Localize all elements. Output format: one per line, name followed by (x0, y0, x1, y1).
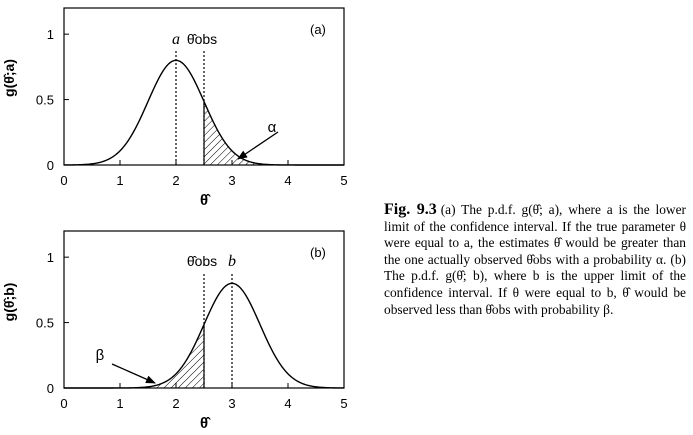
x-tick-label: 4 (284, 396, 291, 411)
caption-text: (a) The p.d.f. g(θ̂; a), where a is the … (384, 202, 686, 317)
marker-label: b (228, 253, 236, 270)
x-tick-label: 2 (172, 173, 179, 188)
x-axis-label: θ̂ (200, 415, 211, 432)
y-axis-label: g(θ̂;b) (1, 283, 17, 322)
pdf-curve (64, 59, 344, 166)
y-tick-label: 0 (47, 158, 54, 173)
marker-label: a (172, 31, 180, 48)
marker-label: θ̂obs (187, 31, 217, 47)
annotation-arrow (111, 363, 156, 384)
x-tick-label: 4 (284, 173, 291, 188)
shaded-area-label: β (96, 347, 105, 364)
shaded-area-label: α (268, 119, 277, 136)
panel-label: (b) (310, 245, 326, 260)
x-tick-label: 0 (60, 173, 67, 188)
shaded-area-β (64, 324, 204, 388)
y-tick-label: 0 (47, 381, 54, 396)
x-tick-label: 3 (228, 396, 235, 411)
x-tick-label: 2 (172, 396, 179, 411)
y-tick-label: 1 (47, 27, 54, 42)
marker-label: θ̂obs (187, 253, 217, 269)
y-axis-label: g(θ̂;a) (1, 59, 17, 97)
annotation-arrow (237, 131, 279, 160)
x-tick-label: 5 (340, 173, 347, 188)
figure-caption: Fig. 9.3(a) The p.d.f. g(θ̂; a), where a… (384, 201, 686, 318)
panel-label: (a) (310, 22, 326, 37)
y-tick-label: 0.5 (36, 316, 54, 331)
x-tick-label: 5 (340, 396, 347, 411)
y-tick-label: 0.5 (36, 93, 54, 108)
x-tick-label: 3 (228, 173, 235, 188)
pdf-curve (64, 282, 344, 389)
y-tick-label: 1 (47, 250, 54, 265)
panel-b: 0 1 2 3 4 5 0 0.5 1 θ̂obs b (b) θ̂ g(θ̂;b) β (1, 230, 348, 432)
x-axis-label: θ̂ (200, 192, 211, 209)
x-tick-label: 0 (60, 396, 67, 411)
shaded-area-α (204, 101, 344, 165)
x-tick-label: 1 (116, 396, 123, 411)
x-tick-label: 1 (116, 173, 123, 188)
panel-a: 0 1 2 3 4 5 0 0.5 1 a θ̂obs (a) θ̂ g(θ̂;a) α (1, 7, 348, 209)
caption-label: Fig. 9.3 (384, 201, 437, 218)
